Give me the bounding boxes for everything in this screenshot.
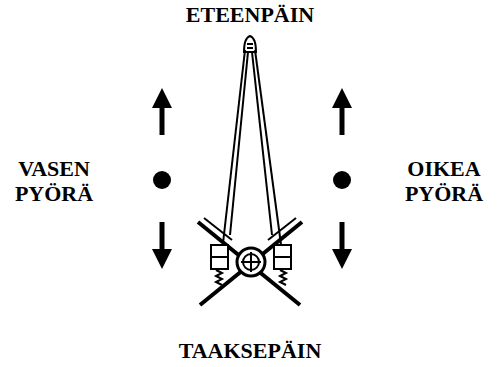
wheel-label: OIKEA PYÖRÄ bbox=[392, 156, 496, 206]
direction-arrows bbox=[162, 98, 342, 259]
lever bbox=[198, 36, 302, 305]
wheel-label: VASEN PYÖRÄ bbox=[2, 156, 106, 206]
pivot-dots bbox=[153, 171, 351, 189]
direction-label: TAAKSEPÄIN bbox=[150, 338, 350, 363]
direction-label: ETEENPÄIN bbox=[150, 2, 350, 27]
